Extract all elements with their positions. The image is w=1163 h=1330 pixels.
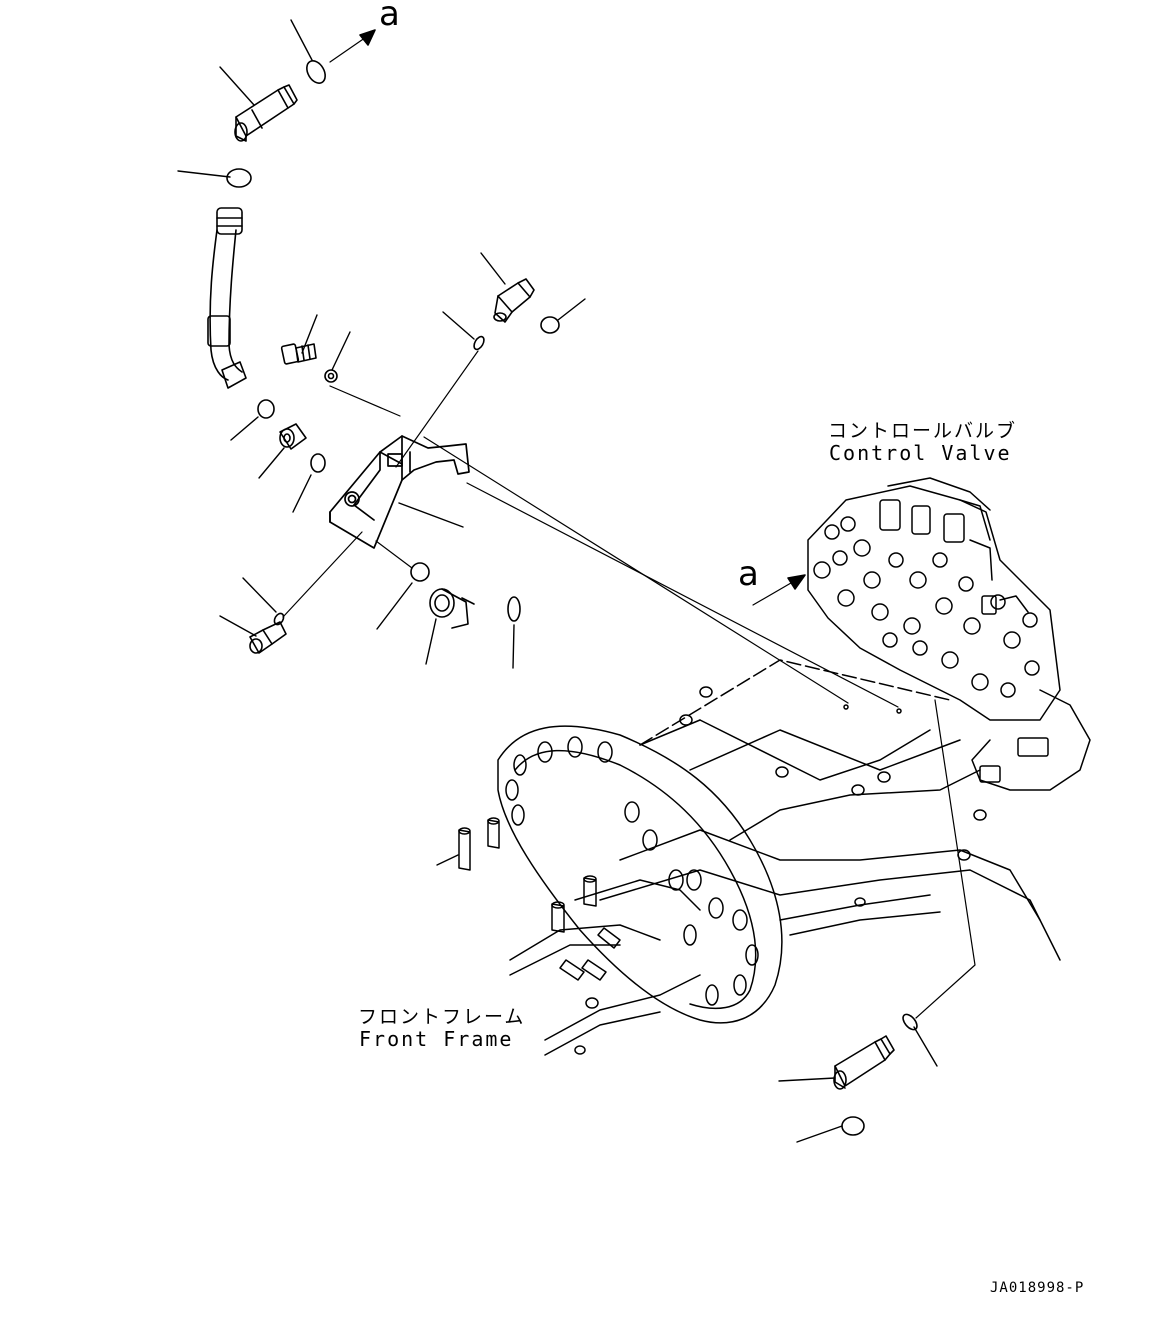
view-mark-a-valve: a — [738, 554, 759, 594]
routing-lines — [282, 32, 976, 1019]
bolt — [280, 343, 338, 383]
front-frame — [458, 659, 1061, 1056]
control-valve — [807, 477, 1091, 791]
valve-block-bracket — [329, 435, 470, 549]
elbow-fitting-lower — [429, 588, 475, 629]
elbow-fitting-top — [234, 84, 298, 142]
leader-lines — [177, 19, 938, 1143]
small-bolt — [249, 621, 287, 654]
frame-holes — [505, 736, 759, 1006]
front-frame-label-jp: フロントフレーム — [358, 1006, 526, 1028]
o-rings — [226, 60, 918, 1136]
drawing-number: JA018998-P — [990, 1280, 1085, 1296]
fitting-right — [493, 278, 535, 323]
arrow-head-valve — [787, 574, 806, 590]
plug-fitting — [279, 423, 307, 450]
view-mark-a-top: a — [379, 0, 400, 34]
frame-posts — [458, 686, 987, 1055]
elbow-fitting-bottom — [833, 1035, 895, 1090]
control-valve-label-jp: コントロールバルブ — [828, 420, 1018, 442]
control-valve-label-en: Control Valve — [829, 441, 1012, 465]
front-frame-label-en: Front Frame — [359, 1027, 514, 1051]
hose — [207, 207, 247, 389]
arrow-head-top — [359, 29, 376, 46]
